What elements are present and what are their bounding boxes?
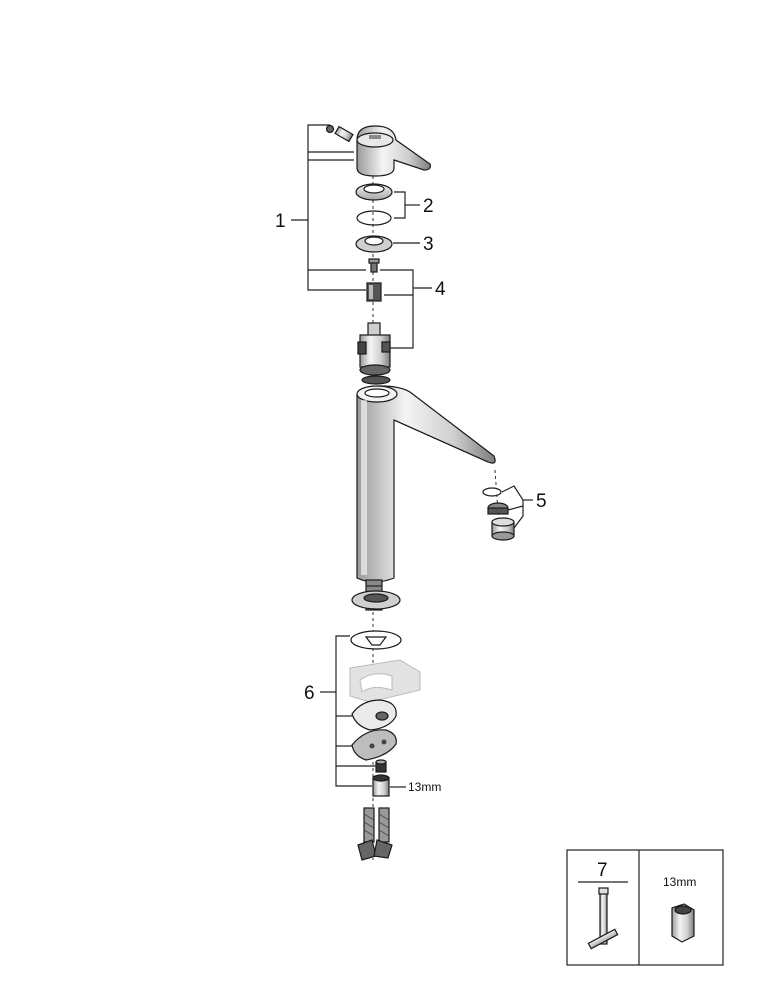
lever-handle [356, 125, 431, 177]
faucet-body [356, 375, 496, 583]
base-gasket [351, 590, 401, 610]
clamp-plate [351, 729, 397, 761]
tool-number: 7 [597, 860, 608, 881]
hex-socket-icon [671, 903, 695, 943]
aerator-insert [487, 502, 509, 515]
callout-4: 4 [435, 279, 446, 300]
grub-screw [325, 124, 354, 143]
adapter-block [366, 282, 382, 302]
callout-1: 1 [275, 211, 286, 232]
handle-bracket-1 [291, 124, 366, 291]
bracket-5 [501, 485, 533, 529]
bracket-6 [320, 635, 376, 787]
cartridge [357, 322, 391, 376]
callout-2: 2 [423, 196, 434, 217]
cartridge-key-tool [587, 887, 619, 950]
wrench-size-label: 13mm [408, 780, 441, 794]
countertop-section [349, 659, 421, 703]
tool-box [566, 849, 724, 966]
aerator-housing [491, 517, 515, 541]
bracket-2 [394, 191, 420, 219]
fixing-nut [375, 759, 387, 773]
cartridge-screw [368, 258, 380, 273]
cover-ring [355, 183, 393, 201]
callout-6: 6 [304, 683, 315, 704]
bonnet-nut [355, 235, 393, 253]
callout-3: 3 [423, 234, 434, 255]
tool-wrench-size: 13mm [663, 875, 696, 889]
horseshoe-washer [351, 699, 397, 731]
hex-nut [372, 774, 390, 797]
bracket-4 [380, 269, 432, 349]
callout-5: 5 [536, 491, 547, 512]
aerator-washer [482, 487, 502, 497]
o-ring [356, 210, 392, 226]
supply-hoses [357, 807, 393, 861]
seal-ring [350, 630, 402, 650]
